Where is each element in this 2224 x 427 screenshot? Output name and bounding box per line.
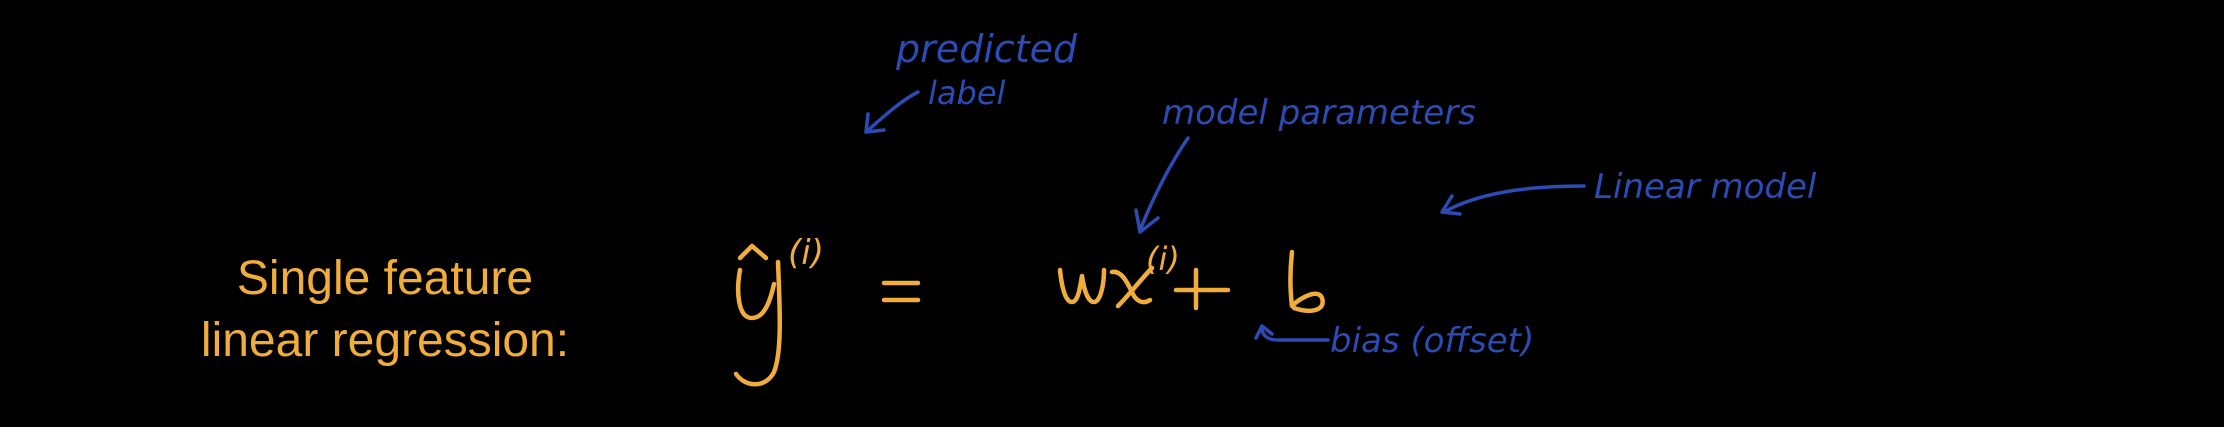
weight-w bbox=[1057, 267, 1107, 305]
feature-x bbox=[1109, 265, 1155, 309]
equals-sign bbox=[881, 280, 921, 303]
slide-title: Single feature linear regression: bbox=[150, 248, 620, 372]
model-parameters-annotation: model parameters bbox=[1162, 93, 1476, 133]
bias-b bbox=[1288, 249, 1325, 313]
bias-offset-annotation: bias (offset) bbox=[1330, 321, 1534, 361]
model-parameters-arrow bbox=[1138, 136, 1190, 232]
x-index-superscript: (i) bbox=[1146, 240, 1180, 278]
predicted-arrowhead bbox=[864, 112, 886, 134]
predicted-arrow bbox=[864, 90, 920, 134]
title-line-2: linear regression: bbox=[200, 314, 570, 367]
linear-model-arrow bbox=[1442, 184, 1586, 214]
plus-sign bbox=[1173, 267, 1231, 311]
bias-arrow bbox=[1260, 326, 1330, 342]
y-index-superscript: (i) bbox=[788, 233, 824, 273]
linear-model-arrowhead bbox=[1440, 194, 1462, 216]
linear-model-annotation: Linear model bbox=[1594, 167, 1817, 207]
annotation-text: predicted label model parameters Linear … bbox=[895, 27, 1817, 361]
equation bbox=[733, 243, 1325, 387]
label-annotation: label bbox=[928, 74, 1006, 112]
predicted-annotation: predicted bbox=[895, 27, 1078, 71]
model-parameters-arrowhead bbox=[1134, 208, 1160, 234]
bias-arrowhead bbox=[1254, 324, 1274, 340]
y-hat-mark bbox=[737, 243, 769, 261]
y-symbol bbox=[733, 259, 783, 387]
annotation-arrows bbox=[864, 90, 1586, 342]
title-line-1: Single feature bbox=[236, 252, 534, 305]
